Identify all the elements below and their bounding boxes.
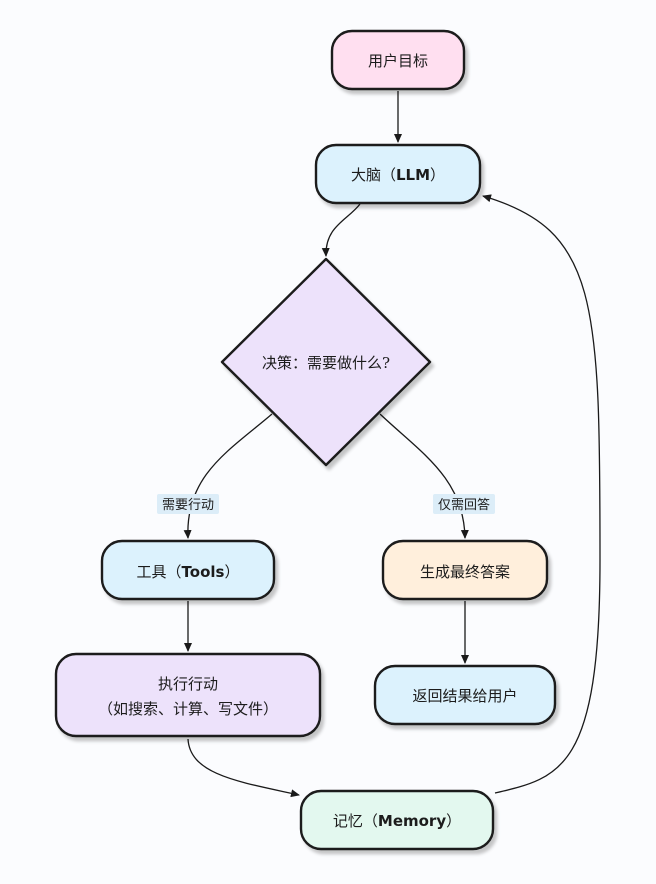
node-execute-action-line1: 执行行动 (158, 675, 218, 693)
edge-decision-to-tools (183, 413, 273, 539)
edge-label-only-answer: 仅需回答 (433, 494, 495, 514)
node-brain: 大脑（LLM） (314, 143, 482, 205)
edge-execute-to-memory (187, 738, 300, 798)
node-tools-label: 工具（Tools） (137, 563, 240, 581)
edge-brain-to-decision (321, 203, 361, 257)
node-user-goal: 用户目标 (330, 29, 466, 91)
edge-label-need-action: 需要行动 (157, 494, 219, 514)
edge-memory-to-brain (482, 194, 601, 794)
node-return-result-label: 返回结果给用户 (412, 687, 517, 705)
node-return-result: 返回结果给用户 (373, 664, 557, 726)
node-decision: 决策：需要做什么? (220, 257, 432, 467)
node-memory-label: 记忆（Memory） (333, 812, 461, 830)
node-generate-answer-label: 生成最终答案 (420, 563, 510, 581)
node-brain-label: 大脑（LLM） (351, 166, 445, 184)
edge-decision-to-answer (379, 413, 469, 539)
node-generate-answer: 生成最终答案 (381, 539, 549, 601)
node-execute-action: 执行行动 （如搜索、计算、写文件） (54, 652, 322, 738)
edge-label-only-answer-text: 仅需回答 (438, 497, 490, 513)
edge-label-need-action-text: 需要行动 (162, 498, 214, 513)
node-decision-label: 决策：需要做什么? (262, 354, 390, 372)
node-user-goal-label: 用户目标 (368, 52, 428, 70)
node-memory: 记忆（Memory） (299, 789, 495, 851)
edges (183, 91, 601, 798)
node-execute-action-line2: （如搜索、计算、写文件） (98, 700, 278, 718)
node-tools: 工具（Tools） (100, 539, 276, 601)
